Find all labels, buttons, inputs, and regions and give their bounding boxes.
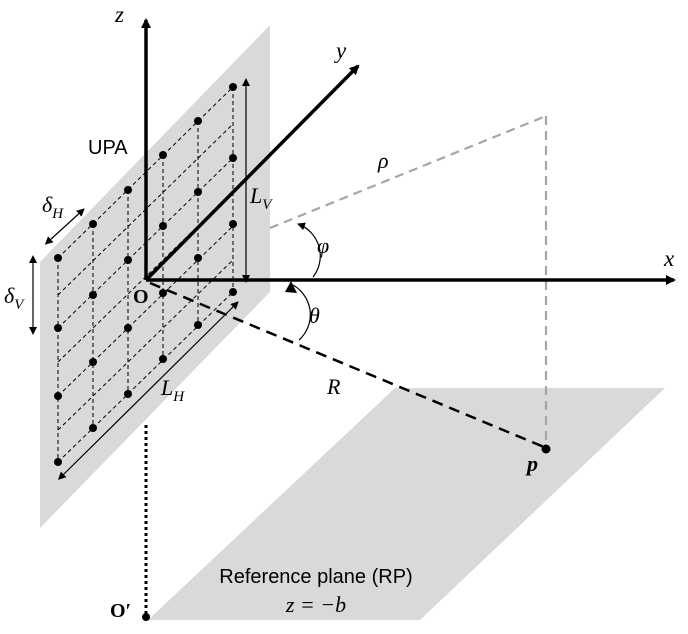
theta-arrowhead	[285, 281, 297, 293]
origin-label: O	[133, 286, 149, 308]
delta-v-label-main: δ	[4, 283, 15, 308]
range-line-R	[149, 281, 545, 449]
delta-v-label: δV	[4, 283, 25, 313]
rp-title: Reference plane (RP)	[219, 566, 412, 588]
point-p-label: p	[525, 451, 538, 476]
lv-label: LV	[249, 183, 273, 213]
lh-dimension-arrow	[58, 301, 239, 480]
delta-v-label-sub: V	[14, 297, 25, 313]
upa-panel	[40, 25, 270, 528]
origin-prime-label: O′	[110, 600, 131, 622]
phi-angle-arc	[297, 222, 321, 278]
x-axis-label: x	[663, 246, 675, 271]
z-axis-label: z	[114, 2, 124, 27]
theta-label: θ	[309, 303, 320, 328]
phi-label: φ	[317, 233, 329, 258]
lh-label-sub: H	[172, 389, 185, 405]
origin-point-prime	[142, 613, 150, 621]
reference-plane	[148, 388, 665, 620]
lh-label-main: L	[160, 375, 173, 400]
y-axis-label: y	[334, 38, 347, 63]
rp-equation: z = −b	[285, 592, 346, 617]
point-p	[541, 444, 551, 454]
delta-h-label-main: δ	[42, 192, 53, 217]
range-R-label: R	[326, 374, 341, 399]
upa-label: UPA	[88, 137, 128, 159]
delta-h-label: δH	[42, 192, 64, 222]
delta-h-arrow	[44, 208, 85, 245]
y-axis-arrow	[144, 64, 360, 282]
rho-label: ρ	[377, 148, 389, 173]
delta-h-label-sub: H	[51, 206, 64, 222]
lh-label: LH	[160, 375, 185, 405]
lv-label-sub: V	[262, 197, 273, 213]
theta-angle-arc	[290, 283, 311, 341]
lv-label-main: L	[249, 183, 262, 208]
